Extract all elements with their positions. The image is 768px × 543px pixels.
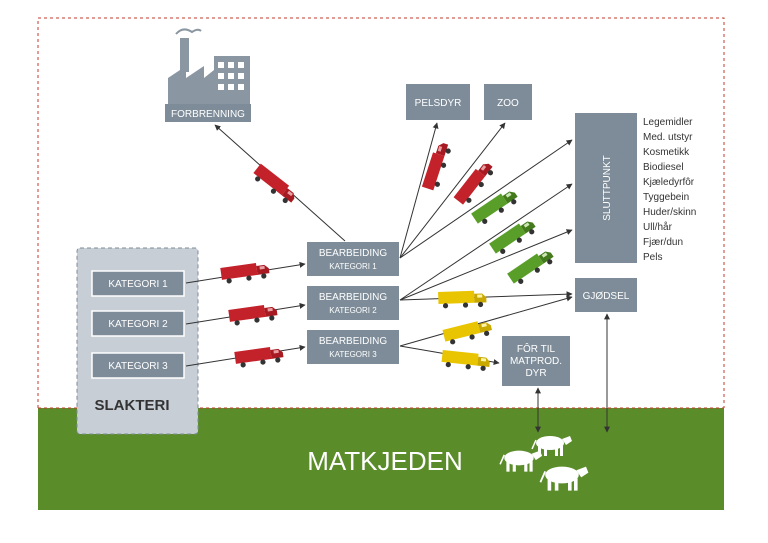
bearbeiding3-kategori: KATEGORI 3 <box>329 350 377 359</box>
for-til-box <box>502 336 570 386</box>
for-til-line3: DYR <box>525 368 546 379</box>
product-item: Huder/skinn <box>643 207 696 218</box>
gjodsel-label: GJØDSEL <box>583 291 630 302</box>
kategori2-box <box>91 310 185 337</box>
product-item: Kosmetikk <box>643 147 690 158</box>
product-item: Fjær/dun <box>643 237 683 248</box>
zoo-box <box>484 84 532 120</box>
arrow-bearb2-sluttpunkt-2 <box>399 229 573 301</box>
arrow-bearb1-zoo <box>399 122 506 259</box>
truck-red-icon <box>453 159 497 208</box>
product-item: Ull/hår <box>643 221 673 233</box>
truck-red-icon <box>220 261 271 285</box>
product-item: Med. utstyr <box>643 132 693 143</box>
arrow-bearb1-pelsdyr <box>399 122 439 259</box>
kategori2-label: KATEGORI 2 <box>108 319 168 330</box>
bearbeiding1-kategori: KATEGORI 1 <box>329 262 377 271</box>
for-til-line2: MATPROD. <box>510 356 562 367</box>
slakteri-label: SLAKTERI <box>95 397 170 414</box>
kategori1-box <box>91 270 185 297</box>
kategori3-box <box>91 352 185 379</box>
matkjeden-label: MATKJEDEN <box>307 446 463 476</box>
arrow-bearb2-sluttpunkt <box>399 183 573 301</box>
truck-yellow-icon <box>442 318 494 347</box>
zoo-label: ZOO <box>497 98 519 109</box>
sluttpunkt-box <box>575 113 637 263</box>
product-item: Biodiesel <box>643 162 684 173</box>
truck-red-icon <box>421 140 453 192</box>
pelsdyr-box <box>406 84 470 120</box>
product-item: Kjæledyrfôr <box>643 177 695 188</box>
for-til-line1: FÔR TIL <box>517 342 556 355</box>
product-item: Legemidler <box>643 117 693 128</box>
truck-red-icon <box>228 303 279 327</box>
truck-red-icon <box>250 163 299 207</box>
kategori1-label: KATEGORI 1 <box>108 279 168 290</box>
product-list: Legemidler Med. utstyr Kosmetikk Biodies… <box>643 117 696 263</box>
truck-yellow-icon <box>438 290 487 309</box>
truck-yellow-icon <box>441 349 491 372</box>
forbrenning-label: FORBRENNING <box>171 109 245 120</box>
arrow-bearb3-gjodsel <box>399 295 573 347</box>
arrow-bearb1-sluttpunkt <box>399 139 573 259</box>
kategori3-label: KATEGORI 3 <box>108 361 168 372</box>
arrow-bearb2-gjodsel <box>399 291 573 301</box>
bearbeiding2-label: BEARBEIDING <box>319 292 388 303</box>
product-item: Pels <box>643 252 662 263</box>
bearbeiding3-label: BEARBEIDING <box>319 336 388 347</box>
bearbeiding1-label: BEARBEIDING <box>319 248 388 259</box>
bearbeiding2-box <box>307 286 399 320</box>
factory-icon <box>168 28 250 104</box>
gjodsel-box <box>575 278 637 312</box>
bearbeiding1-box <box>307 242 399 276</box>
bearbeiding3-box <box>307 330 399 364</box>
sluttpunkt-label: SLUTTPUNKT <box>602 155 613 221</box>
system-border <box>37 17 725 408</box>
forbrenning-box <box>165 104 251 122</box>
truck-red-icon <box>234 345 285 369</box>
pelsdyr-label: PELSDYR <box>415 98 462 109</box>
bearbeiding2-kategori: KATEGORI 2 <box>329 306 377 315</box>
product-item: Tyggebein <box>643 192 689 203</box>
